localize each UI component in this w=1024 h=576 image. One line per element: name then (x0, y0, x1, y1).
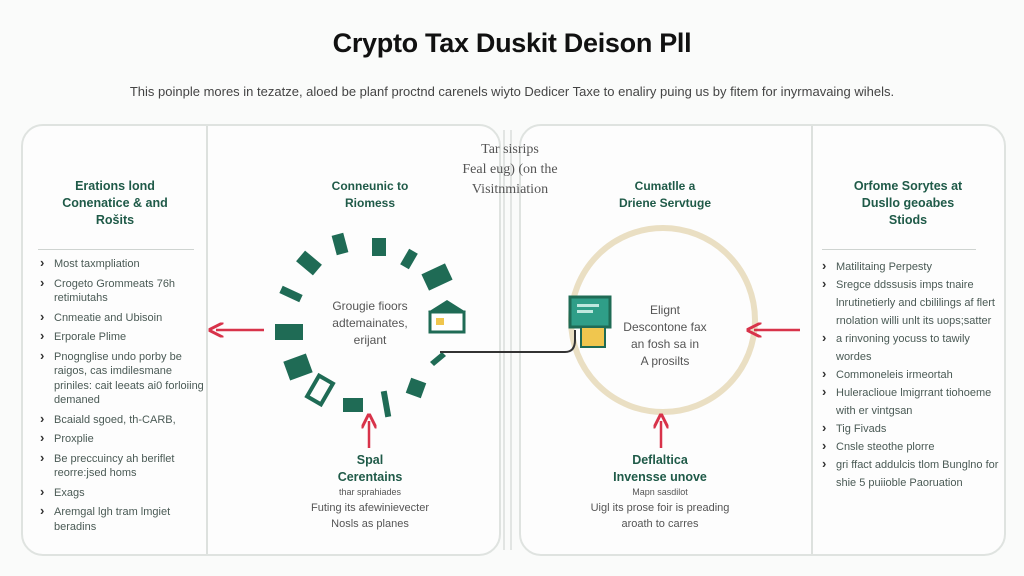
pen-icon (380, 390, 392, 418)
left-divider (206, 126, 208, 554)
top-note-line: Visitnmiation (471, 182, 549, 197)
heading-line: Conneunic to (331, 179, 409, 193)
text-line: Uigl its prose foir is preading (590, 502, 730, 514)
list-item: a rinvoning yocuss to tawily wordes (820, 329, 1000, 366)
cube-icon (405, 377, 427, 399)
right-sidebar-rule (822, 249, 976, 250)
usb-icon (279, 285, 303, 303)
icon-ring (275, 232, 453, 418)
screen-icon (568, 295, 612, 348)
list-item: Bcaiald sgoed, th-CARB, (38, 412, 204, 428)
list-item: Erporale Plime (38, 329, 204, 345)
list-item: Commoneleis irmeortah (820, 365, 1000, 384)
text-line: erijant (353, 333, 387, 347)
list-item: Huleraclioue lmigrrant tiohoeme with er … (820, 383, 1000, 420)
list-item: Cnmeatie and Ubisoin (38, 310, 204, 326)
heading-line: Invensse unove (613, 470, 707, 484)
briefcase-icon (275, 324, 303, 340)
list-item: Proxplie (38, 431, 204, 447)
heading-line: Conenatice & and (62, 196, 168, 210)
left-bottom-text: thar sprahiades Futing its afewinievecte… (280, 484, 460, 532)
bill-icon (421, 263, 453, 291)
left-circle-text: Grougie fioors adtemainates, erijant (310, 298, 430, 349)
text-line: Mapn sasdilot (632, 487, 688, 497)
heading-line: Spal (356, 453, 384, 467)
text-line: Futing its afewinievecter (311, 502, 429, 514)
heading-line: Deflaltica (632, 453, 688, 467)
right-sidebar-heading: Orfome Sorytes at Dusllo geoabes Stiods (818, 178, 998, 229)
list-item: Sregce ddssusis imps tnaire lnrutinetier… (820, 275, 1000, 330)
right-bottom-heading: Deflaltica Invensse unove (580, 452, 740, 486)
text-line: thar sprahiades (338, 487, 402, 497)
heading-line: Rošits (95, 213, 135, 227)
left-bottom-heading: Spal Cerentains (300, 452, 440, 486)
heading-line: Dusllo geoabes (861, 196, 955, 210)
list-item: Cnsle steothe plorre (820, 437, 1000, 456)
right-divider (811, 126, 813, 554)
list-item: Aremgal lgh tram lmgiet beradins (38, 504, 204, 534)
top-note-line: Feal eug) (on the (462, 162, 558, 177)
center-divider-2 (510, 130, 512, 550)
text-line: Grougie fioors (332, 299, 408, 313)
right-bottom-text: Mapn sasdilot Uigl its prose foir is pre… (570, 484, 750, 532)
frame-icon (304, 372, 336, 408)
card-icon (400, 248, 418, 270)
page-title: Crypto Tax Duskit Deison Pll (332, 28, 692, 58)
heading-line: Riomess (344, 196, 396, 210)
cash-icon (343, 398, 363, 412)
wallet-icon (296, 250, 322, 276)
center-divider (503, 130, 505, 550)
bag-icon (372, 238, 386, 256)
list-item: Most taxmpliation (38, 256, 204, 272)
right-center-heading: Cumatlle a Driene Servtuge (590, 178, 740, 212)
store-icon (428, 300, 466, 334)
heading-line: Stiods (888, 213, 928, 227)
heading-line: Cumatlle a (634, 179, 696, 193)
connector-line (440, 330, 576, 353)
right-sidebar-list: Matilitaing Perpesty Sregce ddssusis imp… (820, 257, 1000, 492)
heading-line: Erations lond (75, 179, 155, 193)
list-item: Tig Fivads (820, 419, 1000, 438)
left-sidebar-heading: Erations lond Conenatice & and Rošits (30, 178, 200, 229)
right-circle-text: Elignt Descontone fax an fosh sa in A pr… (605, 302, 725, 370)
left-sidebar-list: Most taxmpliation Crogeto Grommeats 76h … (38, 256, 204, 539)
heading-line: Orfome Sorytes at (853, 179, 963, 193)
list-item: Exags (38, 485, 204, 501)
text-line: Nosls as planes (331, 518, 409, 530)
list-item: Crogeto Grommeats 76h retimiutahs (38, 276, 204, 306)
phone-icon (331, 232, 349, 256)
list-item: gri ffact addulcis tlom Bunglno for shie… (820, 455, 1000, 492)
text-line: Elignt (649, 303, 681, 317)
top-note-line: Tar sisrips (481, 142, 539, 157)
list-item: Be preccuincy ah beriflet reorre:jsed ho… (38, 451, 204, 481)
list-item: Pnognglise undo porby be raigos, cas imd… (38, 349, 204, 408)
text-line: an fosh sa in (630, 337, 700, 351)
list-item: Matilitaing Perpesty (820, 257, 1000, 276)
tool-icon (430, 352, 446, 366)
top-note: Tar sisrips Feal eug) (on the Visitnmiat… (440, 140, 580, 200)
text-line: A prosilts (640, 354, 690, 368)
page-subtitle: This poinple mores in tezatze, aloed be … (129, 84, 895, 99)
left-sidebar-rule (38, 249, 194, 250)
text-line: Descontone fax (623, 320, 707, 334)
heading-line: Cerentains (337, 470, 403, 484)
heading-line: Driene Servtuge (618, 196, 712, 210)
text-line: aroath to carres (621, 518, 699, 530)
text-line: adtemainates, (332, 316, 408, 330)
left-center-heading: Conneunic to Riomess (300, 178, 440, 212)
tablet-icon (283, 353, 313, 381)
